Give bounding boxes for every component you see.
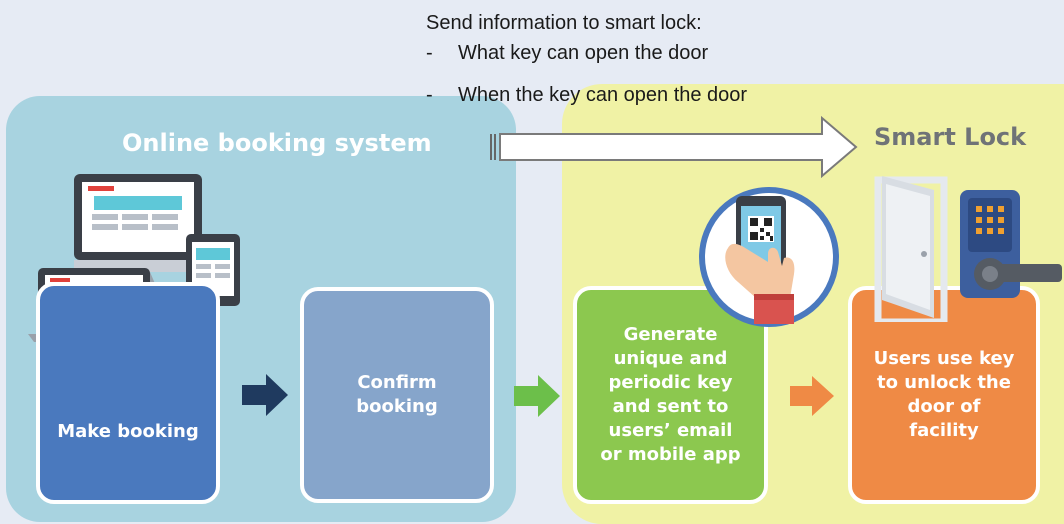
qr-phone-icon (699, 187, 839, 327)
smart-lock-title: Smart Lock (874, 123, 1027, 151)
step-unlock-door-label: Users use key to unlock the door of faci… (873, 348, 1015, 441)
step-unlock-door: Users use key to unlock the door of faci… (848, 286, 1040, 504)
keypad-lock-icon (960, 190, 1062, 298)
step-confirm-booking-label: Confirm booking (356, 372, 438, 417)
flow-arrow-icon (242, 374, 288, 416)
flow-arrow-icon (790, 376, 834, 416)
open-door-icon (874, 176, 948, 322)
bullet-dash: - (426, 84, 433, 106)
step-generate-key: Generate unique and periodic key and sen… (573, 286, 768, 504)
bullet-dash: - (426, 42, 433, 64)
send-info-heading: Send information to smart lock: (426, 12, 702, 34)
online-booking-title: Online booking system (122, 129, 432, 157)
send-info-item-when-text: When the key can open the door (458, 84, 748, 106)
send-info-item-what: - What key can open the door (426, 42, 708, 65)
step-generate-key-label: Generate unique and periodic key and sen… (600, 324, 741, 465)
desktop-monitor-icon (74, 174, 202, 286)
step-confirm-booking: Confirm booking (300, 287, 494, 503)
send-info-arrow-icon (490, 115, 858, 178)
step-make-booking: Make booking (36, 282, 220, 504)
flow-arrow-icon (514, 375, 560, 417)
send-info-item-what-text: What key can open the door (458, 42, 709, 64)
send-info-item-when: - When the key can open the door (426, 84, 747, 107)
step-make-booking-label: Make booking (57, 421, 199, 442)
